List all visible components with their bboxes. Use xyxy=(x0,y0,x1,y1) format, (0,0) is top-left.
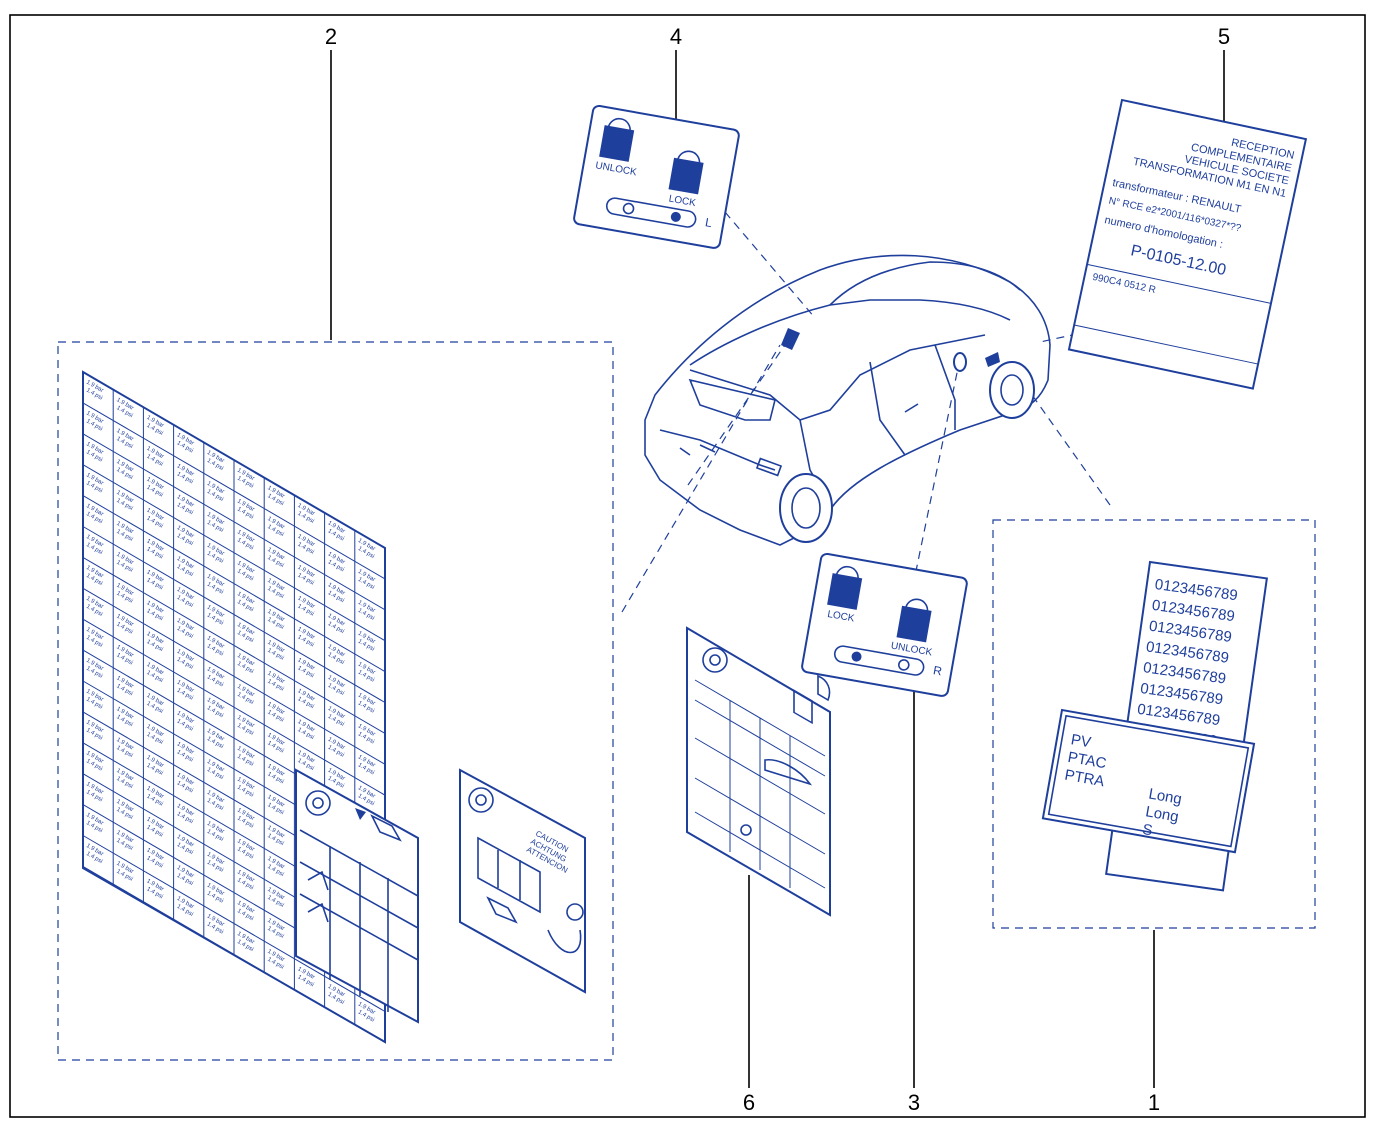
unlock-icon xyxy=(896,598,932,643)
label-2-tyre-icon-card xyxy=(295,768,419,1024)
grid-line xyxy=(82,835,386,1012)
grid-line xyxy=(82,587,386,765)
plate-label-ptra: PTRA xyxy=(1063,767,1105,791)
plate-value-3: S xyxy=(1141,821,1154,839)
grid-line xyxy=(82,618,386,796)
callout-1: 1 xyxy=(1148,1090,1160,1115)
plate-label-pv: PV xyxy=(1070,731,1093,751)
callout-3: 3 xyxy=(908,1090,920,1115)
label-1-weight-plate: PV PTAC PTRA Long Long S xyxy=(1041,708,1256,854)
label-group-1-box xyxy=(992,519,1316,929)
lock-icon xyxy=(827,565,863,610)
callout-2: 2 xyxy=(325,24,337,49)
callout-5: 5 xyxy=(1218,24,1230,49)
plate-value-1: Long xyxy=(1147,785,1183,808)
label-4-side-text: L xyxy=(704,215,713,230)
grid-line xyxy=(82,495,386,673)
lock-icon xyxy=(668,150,704,195)
grid-line xyxy=(82,371,386,549)
grid-line xyxy=(82,556,386,734)
label-3-lock-text: LOCK xyxy=(826,609,855,625)
label-6-pressure-table xyxy=(686,626,831,917)
plate-value-2: Long xyxy=(1144,803,1180,826)
grid-line xyxy=(82,433,386,611)
label-4-lock-text: LOCK xyxy=(668,194,697,210)
grid-line xyxy=(82,464,386,642)
grid-line xyxy=(82,402,386,580)
label-2-caution-card: CAUTION ACHTUNG ATTENCION xyxy=(459,768,586,994)
label-3-side-text: R xyxy=(932,663,943,678)
unlock-icon xyxy=(599,117,635,162)
diagram-frame xyxy=(9,14,1366,1118)
label-5-reception-plate: RECEPTION COMPLEMENTAIRE VEHICULE SOCIET… xyxy=(1067,98,1308,390)
label-3-child-lock-right: LOCK UNLOCK R xyxy=(801,552,968,697)
callout-4: 4 xyxy=(670,24,682,49)
callout-6: 6 xyxy=(743,1090,755,1115)
leader-lines xyxy=(330,50,1225,1088)
label-4-child-lock-left: UNLOCK LOCK L xyxy=(573,104,740,249)
grid-line xyxy=(82,526,386,703)
label-group-2-box xyxy=(57,341,614,1061)
plate-label-ptac: PTAC xyxy=(1066,749,1107,773)
pointer-lines xyxy=(621,211,1161,613)
grid-line xyxy=(82,865,386,1043)
car-illustration xyxy=(644,254,1051,546)
